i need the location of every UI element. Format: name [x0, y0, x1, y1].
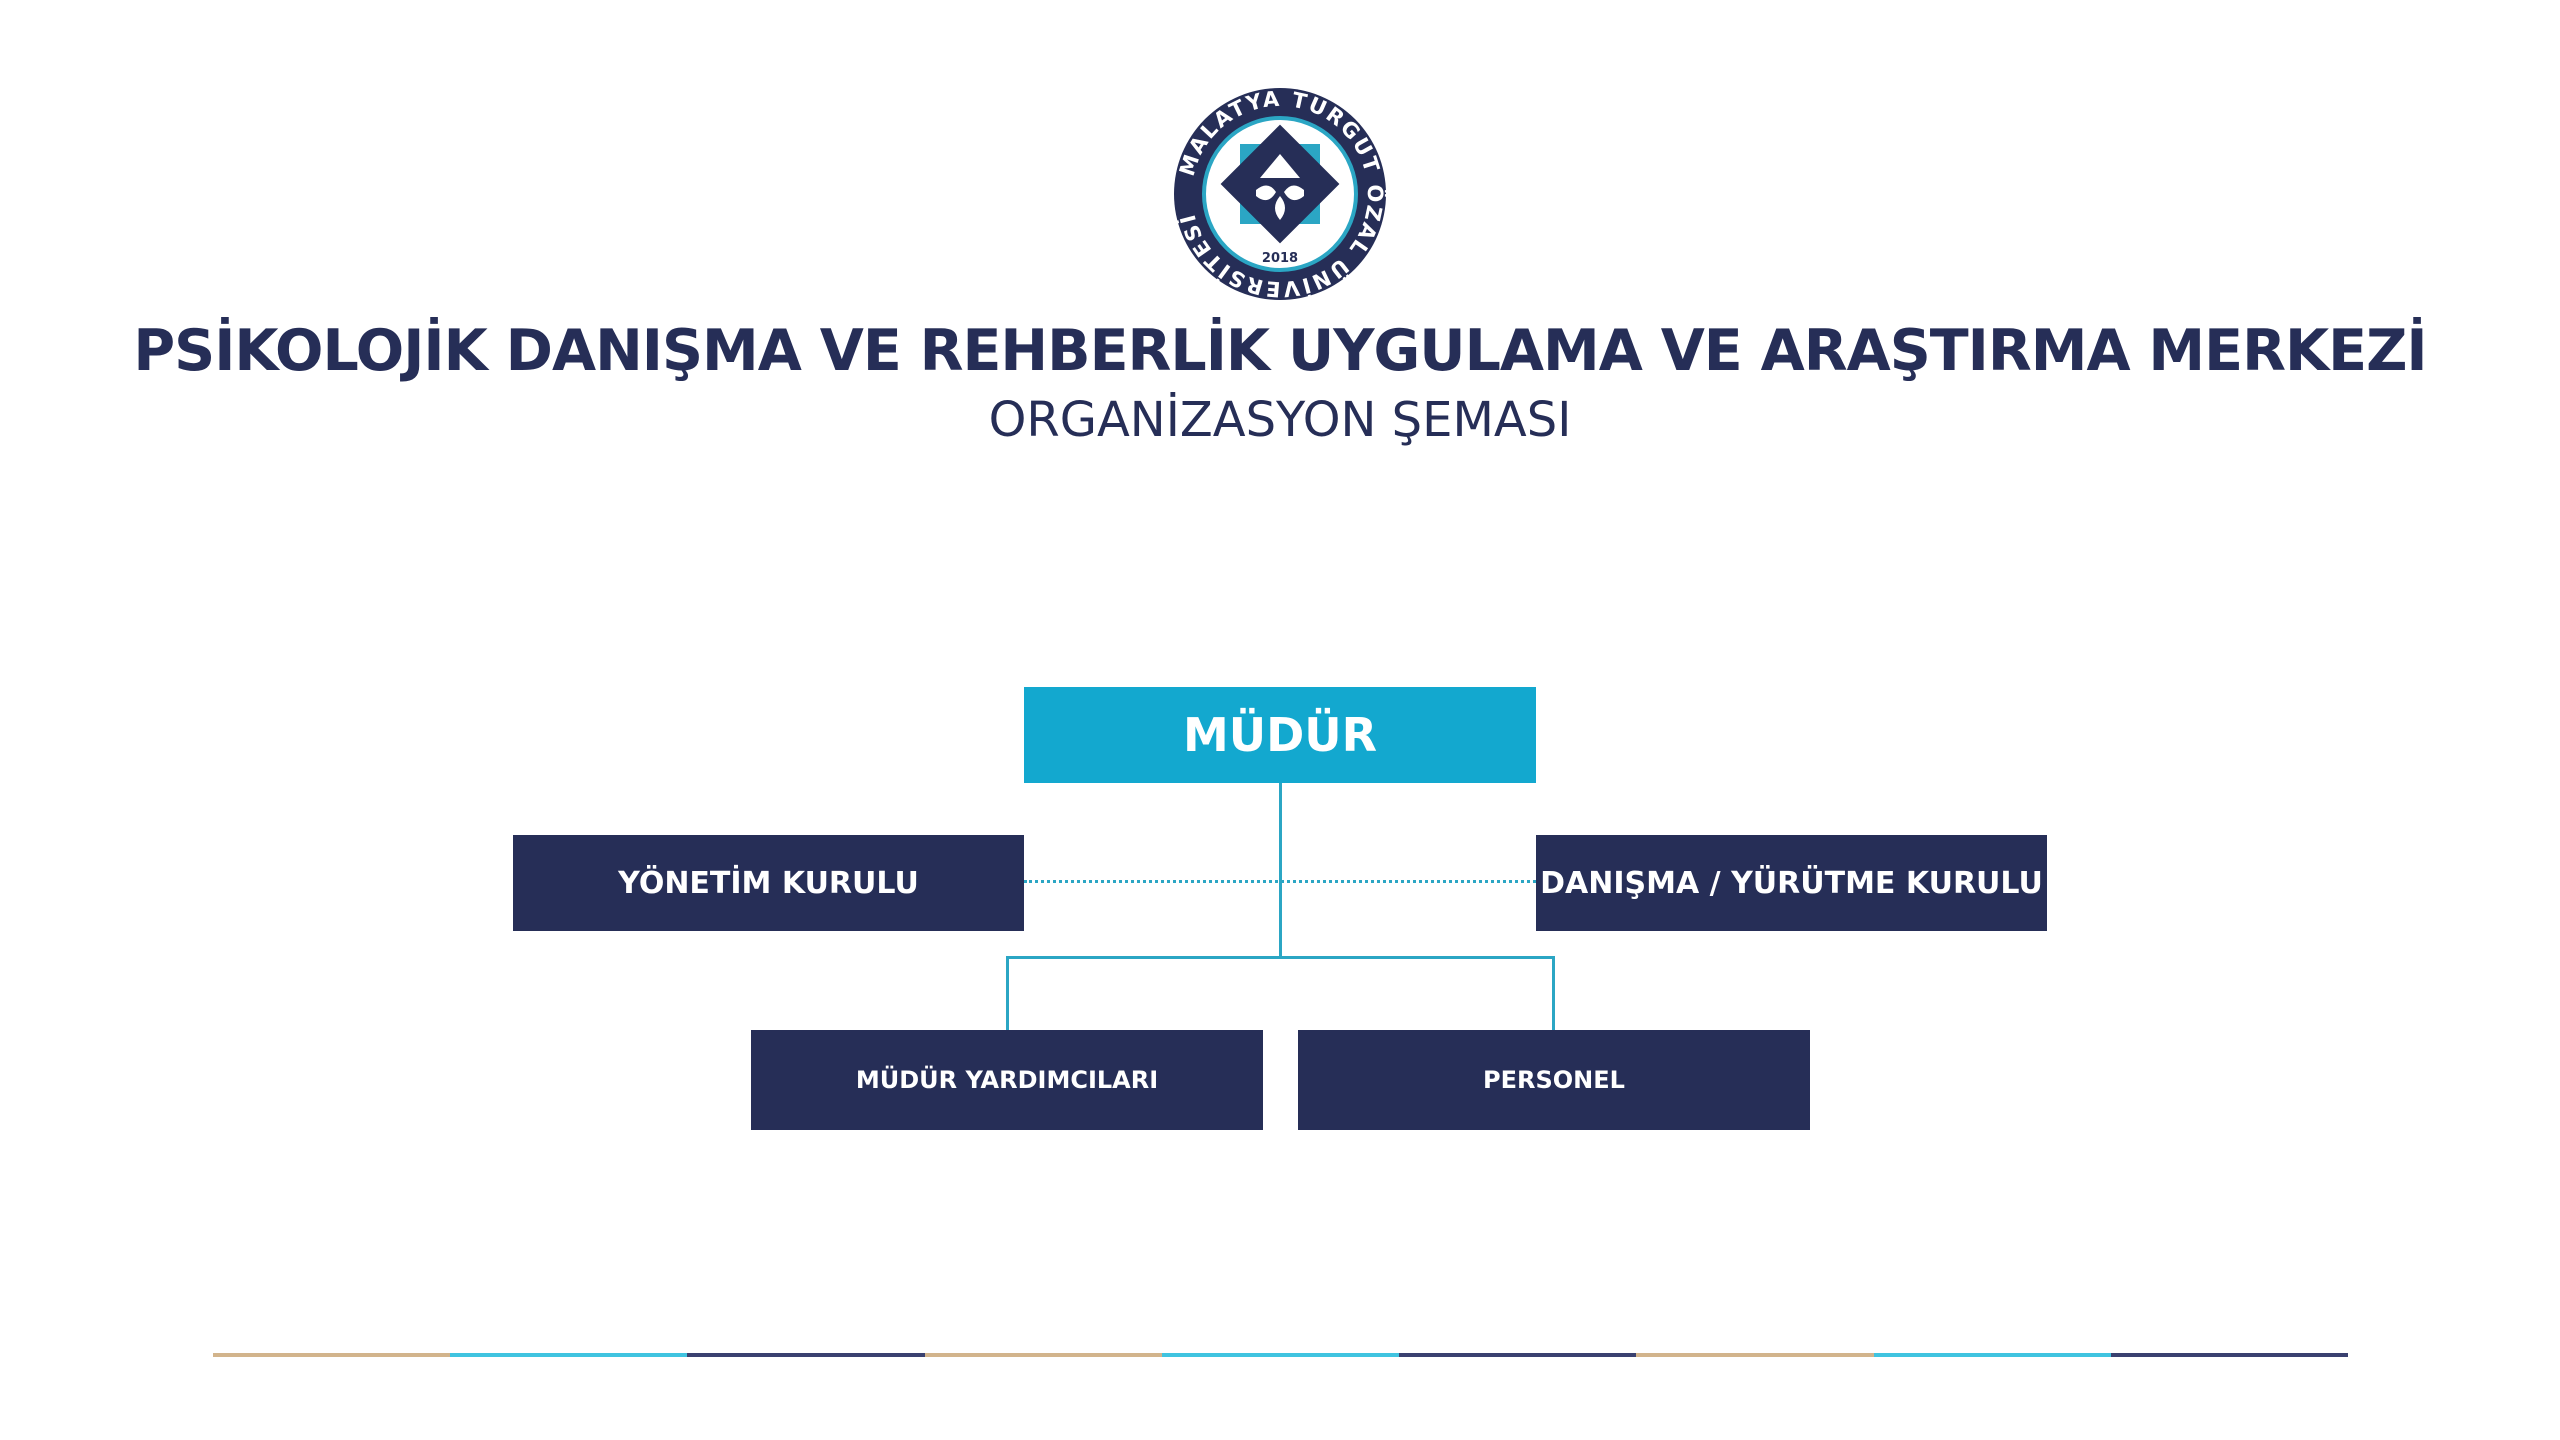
deputies-label: MÜDÜR YARDIMCILARI — [855, 1066, 1159, 1094]
board-box: YÖNETİM KURULU — [513, 835, 1024, 931]
page-subtitle: ORGANİZASYON ŞEMASI — [988, 392, 1572, 448]
deputies-box: MÜDÜR YARDIMCILARI — [751, 1030, 1263, 1130]
director-box: MÜDÜR — [1024, 687, 1536, 783]
page-title: PSİKOLOJİK DANIŞMA VE REHBERLİK UYGULAMA… — [133, 318, 2427, 384]
university-logo: MALATYA TURGUT ÖZAL ÜNİVERSİTESİ 2018 — [1174, 87, 1386, 301]
connector-line — [1006, 956, 1555, 959]
staff-box: PERSONEL — [1298, 1030, 1810, 1130]
advisory-label: DANIŞMA / YÜRÜTME KURULU — [1540, 865, 2043, 901]
svg-text:2018: 2018 — [1262, 251, 1298, 266]
connector-line — [1552, 956, 1555, 1030]
dotted-connector — [1024, 880, 1536, 883]
board-label: YÖNETİM KURULU — [618, 865, 919, 901]
connector-line — [1006, 956, 1009, 1030]
footer-divider — [213, 1353, 2348, 1357]
connector-line — [1279, 783, 1282, 958]
director-label: MÜDÜR — [1182, 708, 1378, 762]
staff-label: PERSONEL — [1483, 1066, 1625, 1094]
advisory-box: DANIŞMA / YÜRÜTME KURULU — [1536, 835, 2047, 931]
